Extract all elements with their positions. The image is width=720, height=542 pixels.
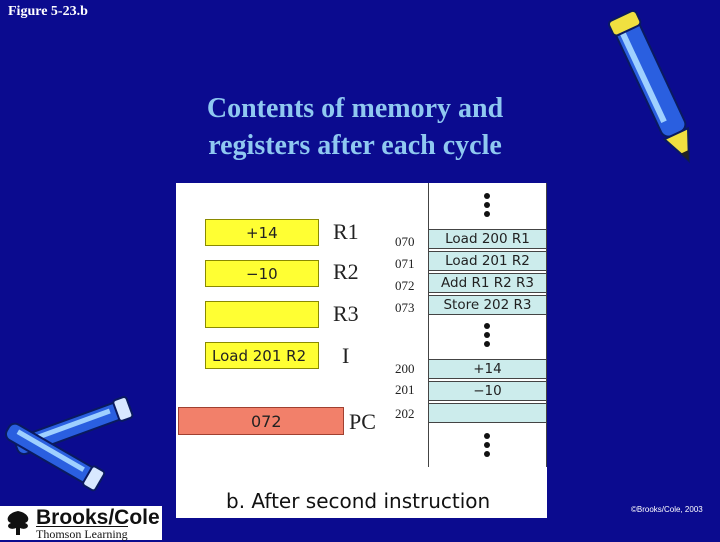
title-line-1: Contents of memory and [206, 93, 504, 124]
program-counter-box: 072 [178, 407, 344, 435]
publisher-logo: Brooks/Cole Thomson Learning [0, 506, 162, 541]
logo-subtitle-text: Thomson Learning [36, 526, 128, 541]
address-200: 200 [395, 361, 415, 376]
address-071: 071 [395, 256, 415, 271]
memory-cell-200: +14 [429, 359, 546, 379]
memory-register-diagram: +14 R1 −10 R2 R3 Load 201 R2 I 072 PC 07… [176, 183, 547, 518]
instruction-register-label: I [342, 343, 350, 368]
logo-brand-text: Brooks/Cole [36, 506, 160, 529]
memory-cell-072: Add R1 R2 R3 [429, 273, 546, 293]
register-r1-box: +14 [205, 219, 319, 246]
title-line-2: registers after each cycle [208, 130, 502, 161]
memory-cell-070: Load 200 R1 [429, 229, 546, 249]
figure-label: Figure 5-23.b [8, 4, 88, 19]
address-201: 201 [395, 382, 415, 397]
ellipsis-bottom-icon [483, 433, 491, 460]
memory-column: Load 200 R1 Load 201 R2 Add R1 R2 R3 Sto… [428, 183, 547, 467]
ellipsis-top-icon [483, 193, 491, 220]
address-070: 070 [395, 234, 415, 249]
register-r2-label: R2 [333, 259, 359, 284]
program-counter-label: PC [349, 409, 376, 434]
memory-cell-202 [429, 403, 546, 423]
diagram-caption: b. After second instruction [226, 489, 491, 513]
instruction-register-box: Load 201 R2 [205, 342, 319, 369]
address-072: 072 [395, 278, 415, 293]
copyright-notice: ©Brooks/Cole, 2003 [631, 505, 703, 514]
register-r3-label: R3 [333, 301, 359, 326]
pen-clipart-icon [608, 9, 690, 164]
register-r3-box [205, 301, 319, 328]
memory-cell-073: Store 202 R3 [429, 295, 546, 315]
address-073: 073 [395, 300, 415, 315]
memory-cell-201: −10 [429, 381, 546, 401]
ellipsis-middle-icon [483, 323, 491, 350]
address-202: 202 [395, 406, 415, 421]
pens-clipart-icon [4, 396, 134, 492]
register-r2-box: −10 [205, 260, 319, 287]
tree-logo-icon [7, 511, 29, 535]
register-r1-label: R1 [333, 219, 359, 244]
memory-cell-071: Load 201 R2 [429, 251, 546, 271]
slide-title: Contents of memory and registers after e… [150, 90, 560, 164]
